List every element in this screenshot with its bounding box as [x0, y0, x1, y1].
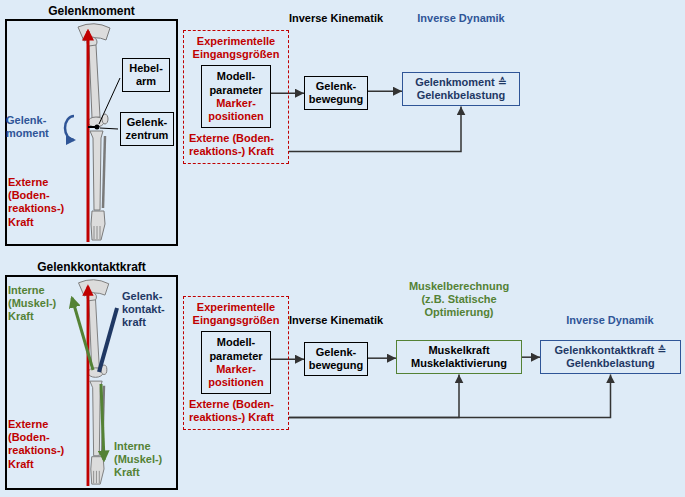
flow-arrow [368, 357, 396, 359]
force-label: Interne (Muskel-) Kraft [114, 440, 174, 480]
label-slot: Inverse Dynamik [411, 12, 511, 25]
result-label: Gelenkmoment ≙ Gelenkbelastung [406, 76, 516, 102]
force-label: Gelenk- kontakt- kraft [122, 290, 176, 330]
ground-force-arrow [87, 31, 90, 242]
flow-arrow [522, 356, 540, 358]
leg-skeleton [79, 280, 109, 486]
toe-lines [94, 471, 100, 483]
process-label: Muskelkraft Muskelaktivierung [400, 344, 518, 370]
step-heading: Inverse Kinematik [286, 12, 386, 25]
label-slot: Muskelberechnung (z.B. Statische Optimie… [399, 280, 519, 320]
group-label: Externe (Boden- reaktions-) Kraft [189, 132, 283, 158]
label-slot: Interne (Muskel-) Kraft [8, 284, 66, 324]
tibia-bone [90, 131, 103, 210]
process-box: Gelenk- bewegung [304, 76, 368, 110]
callout-label: Gelenk- zentrum [124, 116, 170, 142]
leader-line [99, 78, 120, 124]
muscle-force-arrow [72, 298, 93, 370]
result-box: Gelenkkontaktkraft ≙ Gelenkbelastung [540, 340, 681, 374]
flow-arrow [289, 106, 461, 151]
callout-box: Hebel- arm [122, 58, 170, 92]
input-label: Modell- parameter [205, 70, 267, 96]
result-label: Gelenkkontaktkraft ≙ Gelenkbelastung [544, 344, 677, 370]
step-heading: Muskelberechnung (z.B. Statische Optimie… [399, 280, 519, 320]
joint-center-dot [95, 125, 100, 130]
step-heading: Inverse Dynamik [411, 12, 511, 25]
toe-lines [94, 226, 100, 239]
moment-arc-arrow [65, 116, 74, 140]
step-heading: Inverse Dynamik [560, 314, 660, 327]
panel-title: Gelenkkontaktkraft [5, 260, 178, 274]
flow-arrow [271, 358, 304, 360]
group-label: Experimentelle Eingangsgrößen [189, 301, 283, 327]
label-slot: Interne (Muskel-) Kraft [114, 440, 174, 480]
process-box: Muskelkraft Muskelaktivierung [396, 340, 522, 374]
label-slot: Inverse Dynamik [560, 314, 660, 327]
input-label: Modell- parameter [205, 336, 267, 362]
label-slot: Externe (Boden- reaktions-) Kraft [8, 176, 72, 229]
force-label: Interne (Muskel-) Kraft [8, 284, 66, 324]
result-box: Gelenkmoment ≙ Gelenkbelastung [402, 72, 520, 106]
force-label: Externe (Boden- reaktions-) Kraft [8, 418, 72, 471]
label-slot: Gelenk- kontakt- kraft [122, 290, 176, 330]
fibula-bone [103, 136, 105, 208]
annotation-label: Gelenk- moment [6, 114, 56, 140]
foot-bone [91, 457, 104, 484]
input-box: Modell- parameterMarker- positionen [201, 331, 271, 394]
force-label: Externe (Boden- reaktions-) Kraft [8, 176, 72, 229]
contact-force-bar [99, 308, 117, 372]
step-heading: Inverse Kinematik [286, 314, 386, 327]
group-label: Externe (Boden- reaktions-) Kraft [189, 398, 283, 424]
leader-line [100, 128, 118, 129]
input-group: Experimentelle EingangsgrößenExterne (Bo… [183, 30, 289, 164]
input-label: Marker- positionen [205, 97, 267, 123]
group-label: Experimentelle Eingangsgrößen [189, 35, 283, 61]
input-group: Experimentelle EingangsgrößenExterne (Bo… [183, 296, 289, 430]
callout-label: Hebel- arm [126, 62, 166, 88]
flow-arrow [289, 374, 459, 417]
ground-force-arrow [87, 287, 90, 486]
muscle-force-arrow [101, 384, 104, 460]
process-label: Gelenk- bewegung [308, 346, 364, 372]
flow-arrow [368, 90, 402, 92]
label-slot: Gelenk- moment [6, 114, 56, 140]
input-label: Marker- positionen [205, 363, 267, 389]
leg-skeleton [78, 24, 110, 242]
input-box: Modell- parameterMarker- positionen [201, 65, 271, 128]
label-slot: Externe (Boden- reaktions-) Kraft [8, 418, 72, 471]
process-box: Gelenk- bewegung [304, 342, 368, 376]
foot-bone [91, 211, 105, 240]
process-label: Gelenk- bewegung [308, 80, 364, 106]
flow-arrow [289, 374, 611, 417]
femur-bone [89, 45, 100, 118]
panel-title: Gelenkmoment [5, 4, 178, 18]
label-slot: Inverse Kinematik [286, 12, 386, 25]
label-slot: Inverse Kinematik [286, 314, 386, 327]
callout-box: Gelenk- zentrum [120, 112, 174, 146]
flow-arrow [271, 92, 304, 94]
